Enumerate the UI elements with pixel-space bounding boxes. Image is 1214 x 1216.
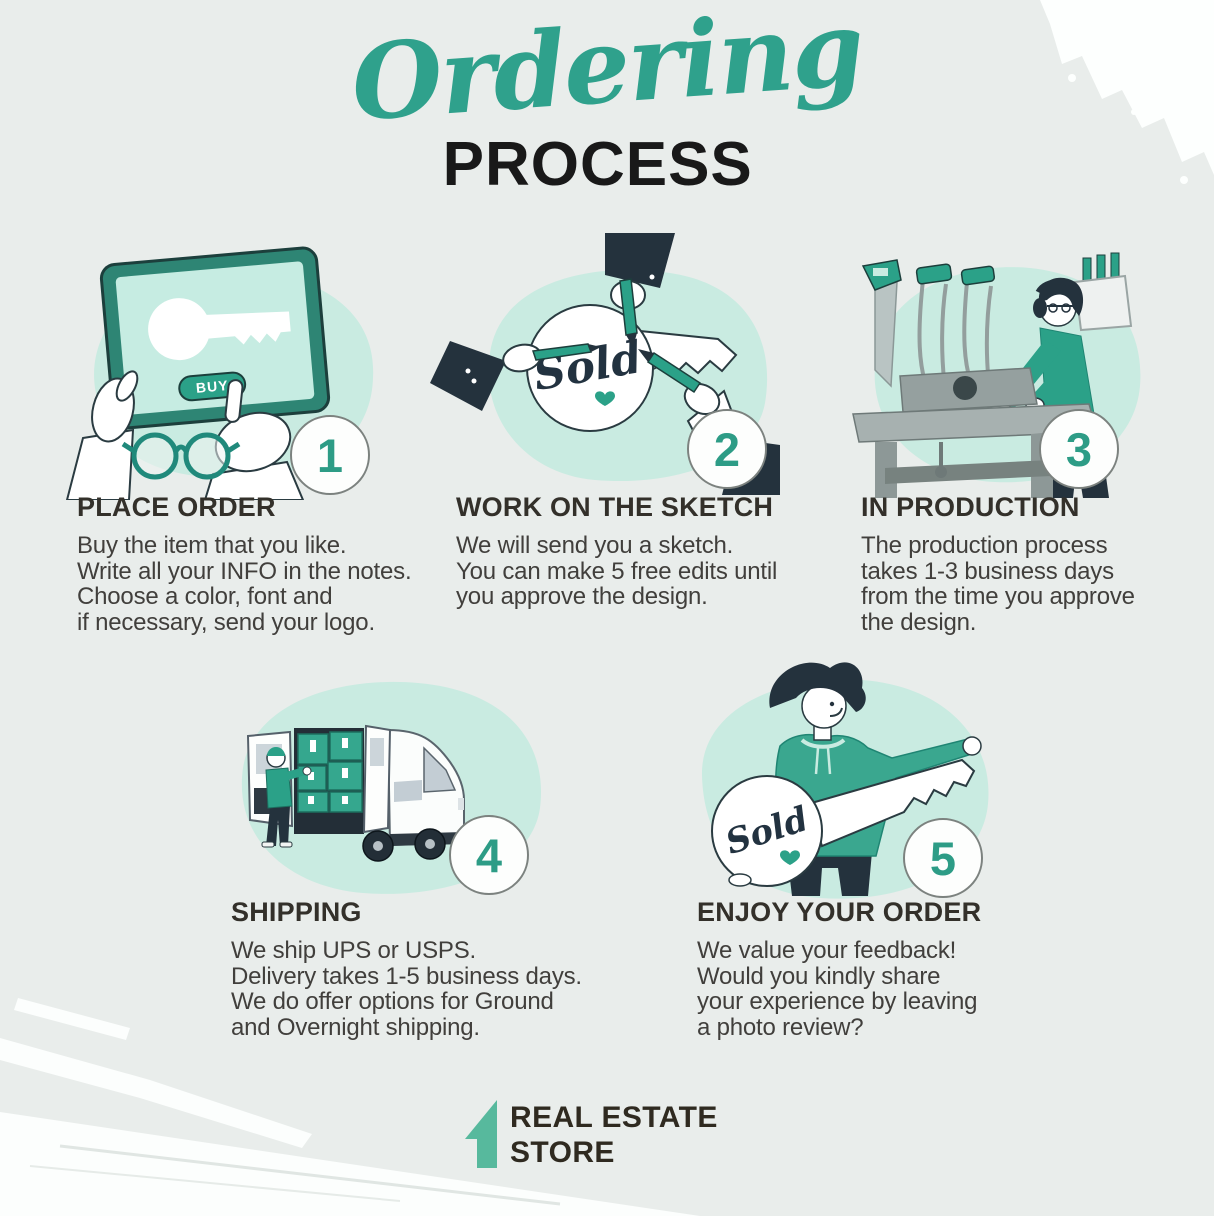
- brush-stroke-bottom-left: [0, 998, 700, 1216]
- real-estate-store-logo-icon: [465, 1100, 497, 1168]
- real-estate-store-logo: REAL ESTATE STORE: [510, 1100, 718, 1170]
- step-heading-work-on-sketch: WORK ON THE SKETCH: [456, 492, 774, 522]
- heart-icon: [595, 391, 615, 406]
- svg-text:BUY: BUY: [195, 377, 229, 396]
- hand-saw: [861, 259, 902, 388]
- step-text-work-on-sketch: We will send you a sketch. You can make …: [456, 532, 778, 610]
- glasses: [121, 432, 241, 480]
- heart-icon: [780, 850, 800, 865]
- step-heading-place-order: PLACE ORDER: [77, 492, 276, 522]
- delivery-worker: [261, 747, 312, 848]
- step-number-badge-4: 4: [449, 815, 529, 895]
- left-hand: [65, 370, 139, 500]
- illustration-shipping: [241, 681, 541, 894]
- hand-top: [605, 233, 675, 347]
- step-number-badge-3: 3: [1039, 409, 1119, 489]
- step-text-place-order: Buy the item that you like. Write all yo…: [77, 532, 412, 636]
- step-heading-shipping: SHIPPING: [231, 897, 362, 927]
- step-text-shipping: We ship UPS or USPS. Delivery takes 1-5 …: [231, 937, 582, 1041]
- step-text-enjoy-order: We value your feedback! Would you kindly…: [697, 937, 978, 1041]
- step-heading-in-production: IN PRODUCTION: [861, 492, 1080, 522]
- step-number-badge-5: 5: [903, 818, 983, 898]
- brush-stroke-top-right: [1040, 0, 1214, 184]
- brand-line-1: REAL ESTATE: [510, 1101, 718, 1134]
- key-blade: [202, 311, 291, 345]
- step-number-badge-2: 2: [687, 409, 767, 489]
- pointing-hand: [203, 379, 305, 500]
- hand-left: [430, 341, 601, 411]
- step-text-in-production: The production process takes 1-3 busines…: [861, 532, 1135, 636]
- step-heading-enjoy-order: ENJOY YOUR ORDER: [697, 897, 982, 927]
- tool-rack: [1073, 252, 1133, 332]
- key-head: [148, 298, 211, 361]
- title-word: PROCESS: [442, 130, 753, 199]
- sold-key-sign: Sold: [526, 304, 738, 432]
- title-script: Ordering: [347, 0, 867, 145]
- step-number-badge-1: 1: [290, 415, 370, 495]
- brand-line-2: STORE: [510, 1136, 615, 1169]
- sold-key-sign: Sold: [711, 758, 976, 887]
- tablet: BUY: [99, 246, 331, 430]
- illustration-place-order: BUY: [65, 246, 374, 500]
